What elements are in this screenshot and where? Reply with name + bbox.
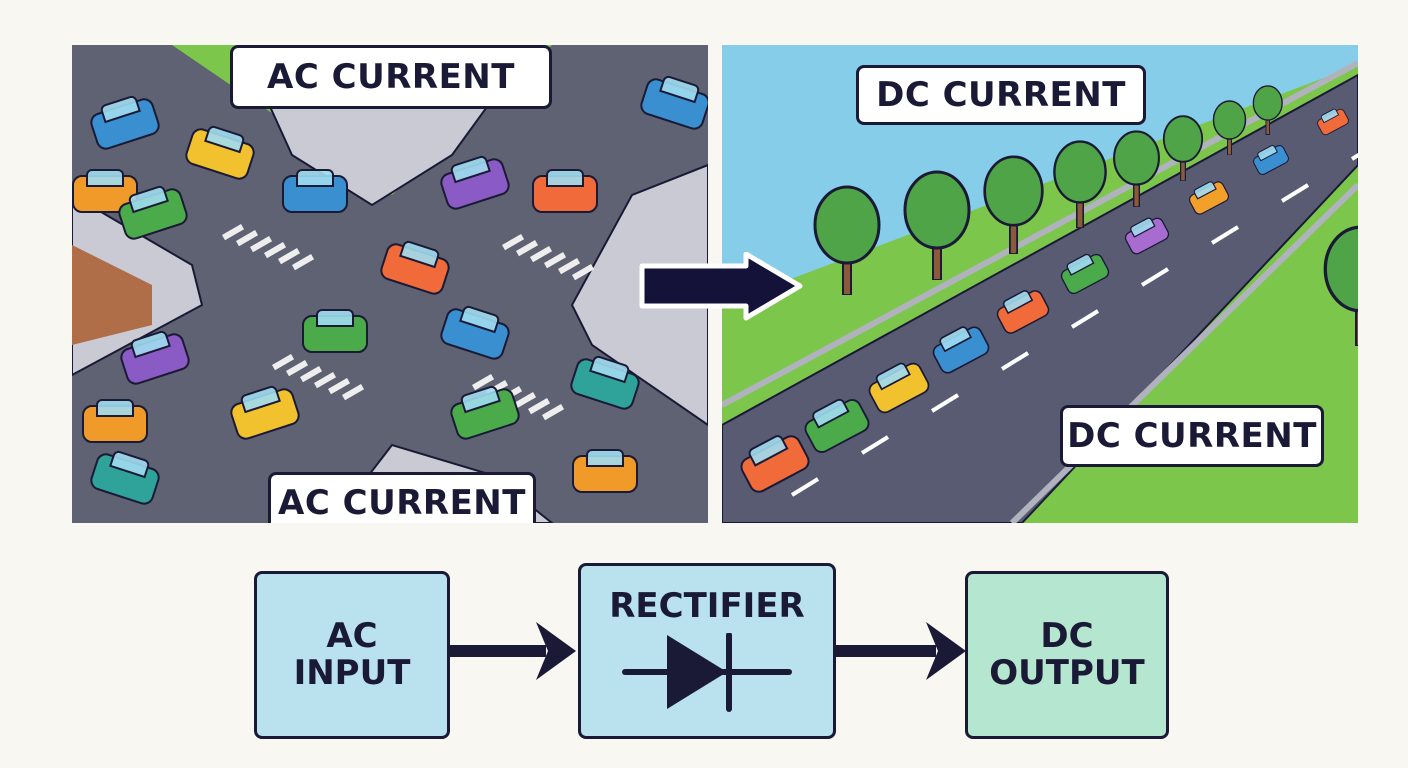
crosswalk-stripe — [501, 233, 525, 251]
crosswalk-stripe — [558, 257, 581, 275]
lane-dash — [1210, 225, 1240, 245]
tree-icon — [982, 155, 1045, 258]
crosswalk-stripe — [314, 372, 337, 389]
car — [572, 449, 638, 493]
crosswalk-stripe — [292, 254, 315, 271]
ac-current-label-top-text: AC CURRENT — [267, 57, 515, 97]
transition-arrow-icon — [639, 252, 803, 321]
crosswalk-stripe — [264, 242, 287, 259]
tree-icon — [1322, 225, 1358, 350]
guardrail-top — [722, 60, 1358, 408]
arrow-input-to-rectifier-icon — [450, 622, 576, 680]
lane-dash — [1140, 267, 1170, 287]
lane-dash — [1000, 351, 1030, 371]
lane-markings — [790, 152, 1358, 497]
dc-current-label-bottom-text: DC CURRENT — [1067, 416, 1317, 456]
lane-dash — [1070, 309, 1100, 329]
crosswalk-stripe — [529, 245, 553, 263]
crosswalk-stripe — [272, 354, 295, 371]
crosswalk-stripe — [235, 230, 259, 247]
crosswalk-stripe — [542, 404, 565, 421]
dc-traffic-panel: DC CURRENT DC CURRENT — [722, 45, 1358, 523]
crosswalk-stripe — [513, 392, 537, 409]
tree-icon — [812, 185, 882, 299]
tree-icon — [1052, 140, 1108, 232]
crosswalk-stripe — [471, 374, 495, 391]
tree-icon — [902, 170, 972, 284]
tree-icon — [1112, 130, 1161, 211]
lane-dash — [860, 435, 890, 455]
tree-icon — [1162, 115, 1204, 185]
crosswalk-stripe — [528, 398, 551, 415]
dc-current-label-bottom: DC CURRENT — [1060, 405, 1324, 467]
ac-traffic-panel: AC CURRENT AC CURRENT — [72, 45, 708, 523]
dc-output-line1: DC — [1040, 615, 1094, 656]
dc-output-block: DC OUTPUT — [965, 571, 1169, 739]
crosswalk-stripe — [327, 378, 351, 395]
car — [282, 169, 348, 213]
crosswalk-stripe — [543, 251, 567, 269]
crosswalk-stripe — [342, 384, 365, 401]
crosswalk-stripe — [572, 263, 595, 281]
lane-dash — [790, 477, 820, 497]
lane-dash — [1350, 152, 1358, 161]
arrow-rectifier-to-output-icon — [836, 622, 966, 680]
ac-current-label-top: AC CURRENT — [230, 45, 552, 109]
ac-input-line1: AC — [326, 615, 378, 656]
ac-input-line2: INPUT — [293, 653, 411, 693]
car — [532, 169, 598, 213]
crosswalks — [222, 224, 595, 421]
diode-symbol-icon — [622, 633, 792, 713]
rectifier-block: RECTIFIER — [578, 563, 836, 739]
dc-current-label-top: DC CURRENT — [856, 65, 1146, 125]
lane-dash — [930, 393, 960, 413]
rectifier-label: RECTIFIER — [609, 586, 805, 626]
planter — [72, 245, 152, 345]
lane-dash — [1280, 183, 1310, 203]
tree-icon — [1252, 85, 1284, 139]
crosswalk-stripe — [300, 366, 323, 383]
car — [82, 399, 148, 443]
crosswalk-stripe — [516, 239, 539, 257]
crosswalk-stripe — [285, 360, 309, 377]
crosswalk-stripe — [250, 236, 273, 253]
tree-icon — [1212, 100, 1247, 159]
dc-output-line2: OUTPUT — [989, 653, 1145, 693]
crosswalk-stripe — [222, 224, 245, 241]
crosswalk-stripe — [277, 248, 301, 265]
dc-current-label-top-text: DC CURRENT — [876, 75, 1126, 115]
car — [302, 309, 368, 353]
ac-input-block: AC INPUT — [254, 571, 450, 739]
ac-current-label-bottom: AC CURRENT — [268, 472, 536, 523]
ac-current-label-bottom-text: AC CURRENT — [278, 483, 526, 523]
